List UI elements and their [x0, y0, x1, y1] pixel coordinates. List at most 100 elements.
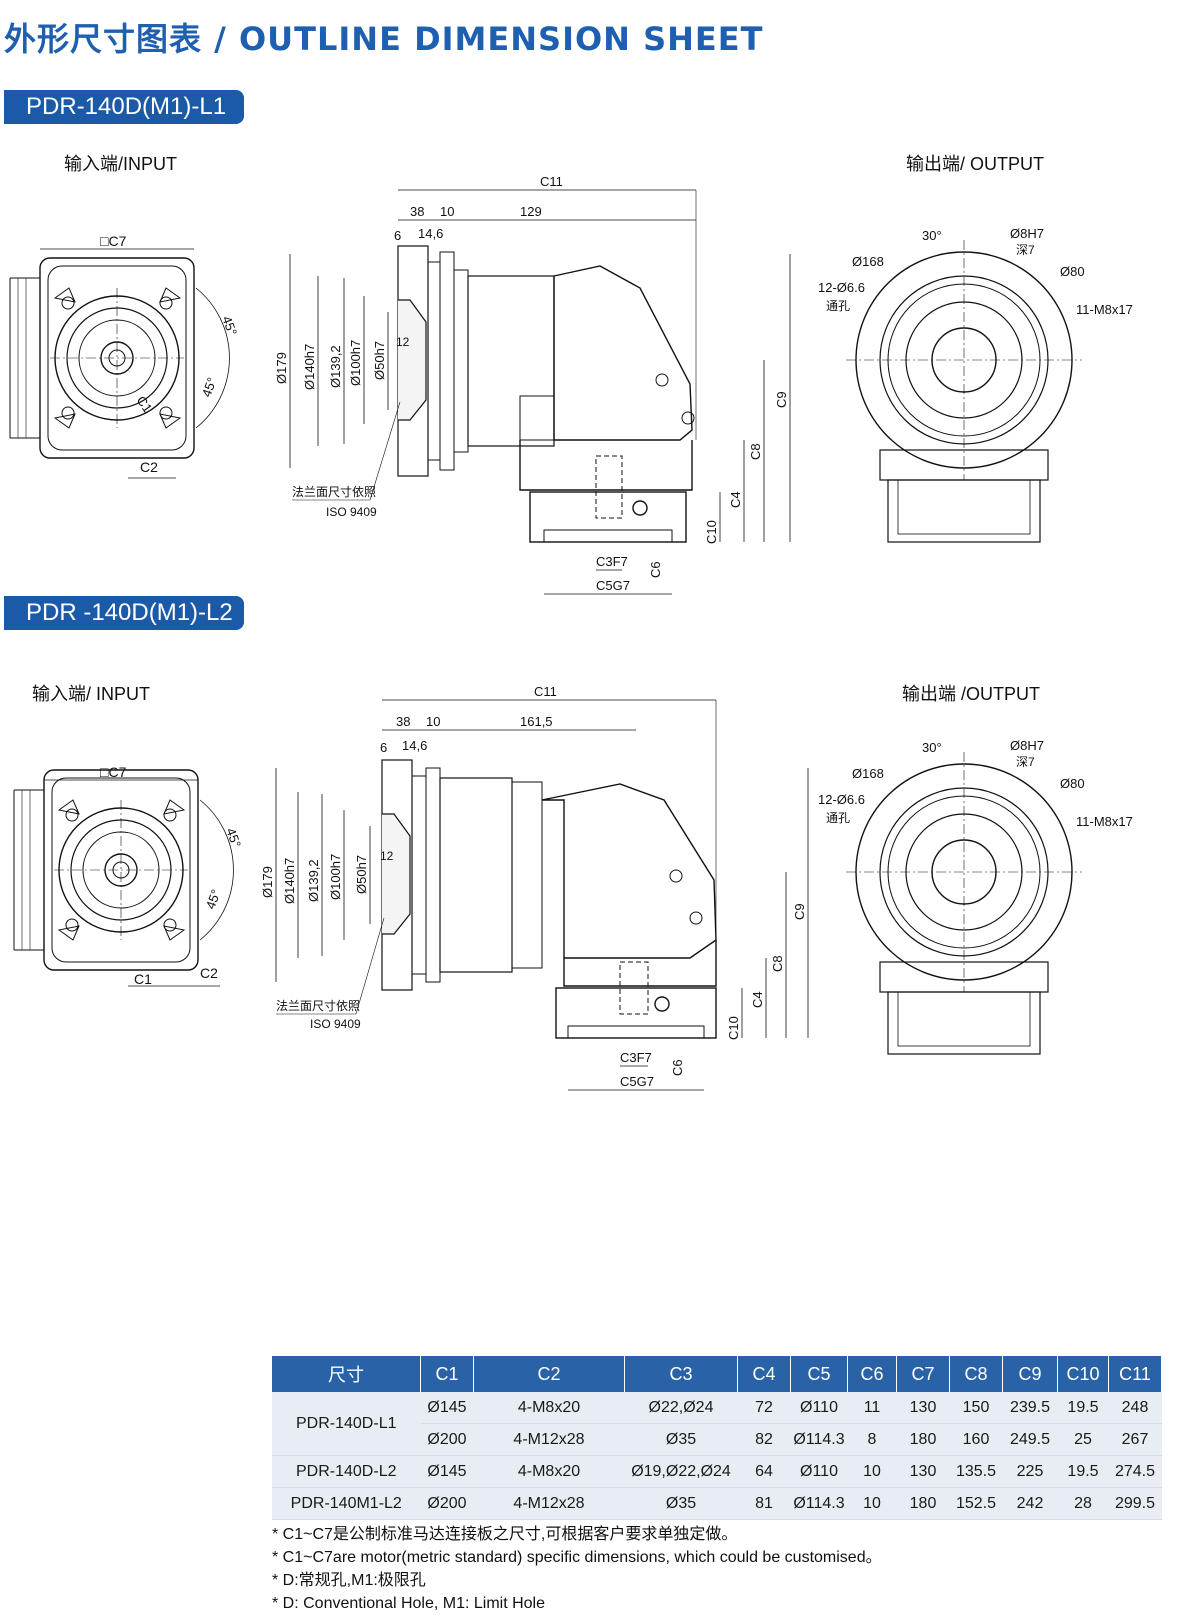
col-header: C7: [896, 1356, 950, 1392]
input-label-l2: 输入端/ INPUT: [32, 684, 151, 704]
svg-text:12: 12: [396, 335, 410, 349]
svg-text:C11: C11: [540, 174, 563, 189]
output-dims-l1: 30° Ø8H7 深7 Ø168 Ø80 12-Ø6.6 通孔 11-M8x17: [818, 226, 1133, 317]
table-cell: 135.5: [949, 1455, 1003, 1488]
svg-text:45°: 45°: [203, 887, 224, 911]
table-cell: 130: [896, 1392, 950, 1424]
svg-text:12-Ø6.6: 12-Ø6.6: [818, 280, 865, 295]
table-cell: 19.5: [1057, 1392, 1109, 1424]
table-cell: 10: [847, 1455, 897, 1488]
footnote: * D:常规孔,M1:极限孔: [272, 1572, 426, 1589]
col-header: C9: [1002, 1356, 1058, 1392]
input-label-l1: 输入端/INPUT: [64, 154, 178, 174]
col-header: 尺寸: [272, 1356, 421, 1392]
svg-text:Ø179: Ø179: [260, 866, 275, 898]
svg-text:C2: C2: [140, 459, 158, 475]
svg-text:ISO 9409: ISO 9409: [310, 1017, 361, 1031]
table-cell: 4-M8x20: [473, 1392, 625, 1424]
output-label-l1: 输出端/ OUTPUT: [906, 154, 1044, 174]
svg-text:ISO 9409: ISO 9409: [326, 505, 377, 519]
output-label-l2: 输出端 /OUTPUT: [902, 684, 1040, 704]
table-row: Ø200 4-M12x28 Ø35 82 Ø114.3 8 180 160 24…: [272, 1423, 1162, 1456]
svg-text:C8: C8: [748, 443, 763, 460]
svg-text:□C7: □C7: [100, 764, 127, 780]
svg-text:11-M8x17: 11-M8x17: [1076, 814, 1133, 829]
side-dims-l1: C11 38 10 129 6 14,6 Ø179 Ø140h7 Ø139,2 …: [274, 174, 789, 593]
table-cell: 249.5: [1002, 1423, 1058, 1456]
table-cell: 248: [1108, 1392, 1162, 1424]
col-header: C10: [1057, 1356, 1109, 1392]
svg-text:30°: 30°: [922, 740, 942, 755]
table-cell: 4-M12x28: [473, 1487, 625, 1520]
svg-text:30°: 30°: [922, 228, 942, 243]
table-cell: Ø22,Ø24: [624, 1392, 738, 1424]
svg-text:深7: 深7: [1016, 755, 1035, 769]
table-row: PDR-140D-L1 Ø145 4-M8x20 Ø22,Ø24 72 Ø110…: [272, 1392, 1162, 1456]
col-header: C4: [737, 1356, 791, 1392]
table-cell: 19.5: [1057, 1455, 1109, 1488]
table-row: PDR-140M1-L2 Ø200 4-M12x28 Ø35 81 Ø114.3…: [272, 1487, 1162, 1520]
svg-text:C4: C4: [728, 491, 743, 508]
svg-text:45°: 45°: [199, 375, 220, 399]
table-cell: 4-M8x20: [473, 1455, 625, 1488]
svg-text:C2: C2: [200, 965, 218, 981]
table-cell: 11: [847, 1392, 897, 1424]
svg-text:C4: C4: [750, 991, 765, 1008]
svg-text:C3F7: C3F7: [620, 1050, 652, 1065]
table-header-row: 尺寸 C1 C2 C3 C4 C5 C6 C7 C8 C9 C10 C11: [272, 1356, 1162, 1392]
svg-text:Ø8H7: Ø8H7: [1010, 226, 1044, 241]
col-header: C6: [847, 1356, 897, 1392]
svg-text:Ø140h7: Ø140h7: [302, 344, 317, 390]
col-header: C3: [624, 1356, 738, 1392]
svg-text:Ø168: Ø168: [852, 254, 884, 269]
svg-text:Ø168: Ø168: [852, 766, 884, 781]
table-cell: 150: [949, 1392, 1003, 1424]
svg-text:14,6: 14,6: [418, 226, 443, 241]
table-cell: 28: [1057, 1487, 1109, 1520]
svg-text:Ø100h7: Ø100h7: [348, 340, 363, 386]
table-cell: 8: [847, 1423, 897, 1456]
model-tab-l2: PDR -140D(M1)-L2: [4, 596, 244, 630]
svg-text:法兰面尺寸依照: 法兰面尺寸依照: [276, 998, 360, 1013]
output-dims-l2: 30° Ø8H7 深7 Ø168 Ø80 12-Ø6.6 通孔 11-M8x17: [818, 738, 1133, 829]
model-cell: PDR-140M1-L2: [272, 1487, 421, 1520]
svg-text:38: 38: [410, 204, 424, 219]
table-cell: 267: [1108, 1423, 1162, 1456]
svg-text:C6: C6: [670, 1059, 685, 1076]
svg-text:11-M8x17: 11-M8x17: [1076, 302, 1133, 317]
model-cell: PDR-140D-L2: [272, 1455, 421, 1488]
table-cell: 239.5: [1002, 1392, 1058, 1424]
dim-c7-l1: □C7: [100, 233, 127, 249]
output-view-l2: [845, 751, 1083, 1055]
footnote: * C1~C7是公制标准马达连接板之尺寸,可根据客户要求单独定做。: [272, 1526, 738, 1543]
side-view-l2: [275, 699, 809, 1091]
table-cell: 180: [896, 1423, 950, 1456]
svg-text:Ø80: Ø80: [1060, 264, 1085, 279]
svg-text:38: 38: [396, 714, 410, 729]
svg-text:C6: C6: [648, 561, 663, 578]
svg-text:45°: 45°: [219, 314, 240, 338]
table-cell: Ø114.3: [790, 1487, 848, 1520]
page-title: 外形尺寸图表 / OUTLINE DIMENSION SHEET: [4, 20, 764, 58]
svg-text:通孔: 通孔: [826, 811, 850, 825]
table-cell: Ø35: [624, 1487, 738, 1520]
table-cell: 64: [737, 1455, 791, 1488]
svg-text:Ø80: Ø80: [1060, 776, 1085, 791]
svg-text:C8: C8: [770, 955, 785, 972]
svg-text:Ø139,2: Ø139,2: [328, 345, 343, 388]
input-view-l2: [13, 769, 235, 971]
svg-text:通孔: 通孔: [826, 299, 850, 313]
svg-text:法兰面尺寸依照: 法兰面尺寸依照: [292, 484, 376, 499]
col-header: C11: [1108, 1356, 1162, 1392]
svg-text:Ø140h7: Ø140h7: [282, 858, 297, 904]
model-cell: PDR-140D-L1: [272, 1392, 421, 1456]
svg-text:6: 6: [380, 740, 387, 755]
col-header: C1: [420, 1356, 474, 1392]
drawings-canvas: □C7 45° 45° C1 C2: [9, 174, 1133, 1091]
footnote: * C1~C7are motor(metric standard) specif…: [272, 1549, 882, 1566]
svg-text:14,6: 14,6: [402, 738, 427, 753]
svg-text:Ø8H7: Ø8H7: [1010, 738, 1044, 753]
model-tab-l1: PDR-140D(M1)-L1: [4, 90, 244, 124]
svg-text:45°: 45°: [223, 826, 244, 850]
table-cell: 4-M12x28: [473, 1423, 625, 1456]
